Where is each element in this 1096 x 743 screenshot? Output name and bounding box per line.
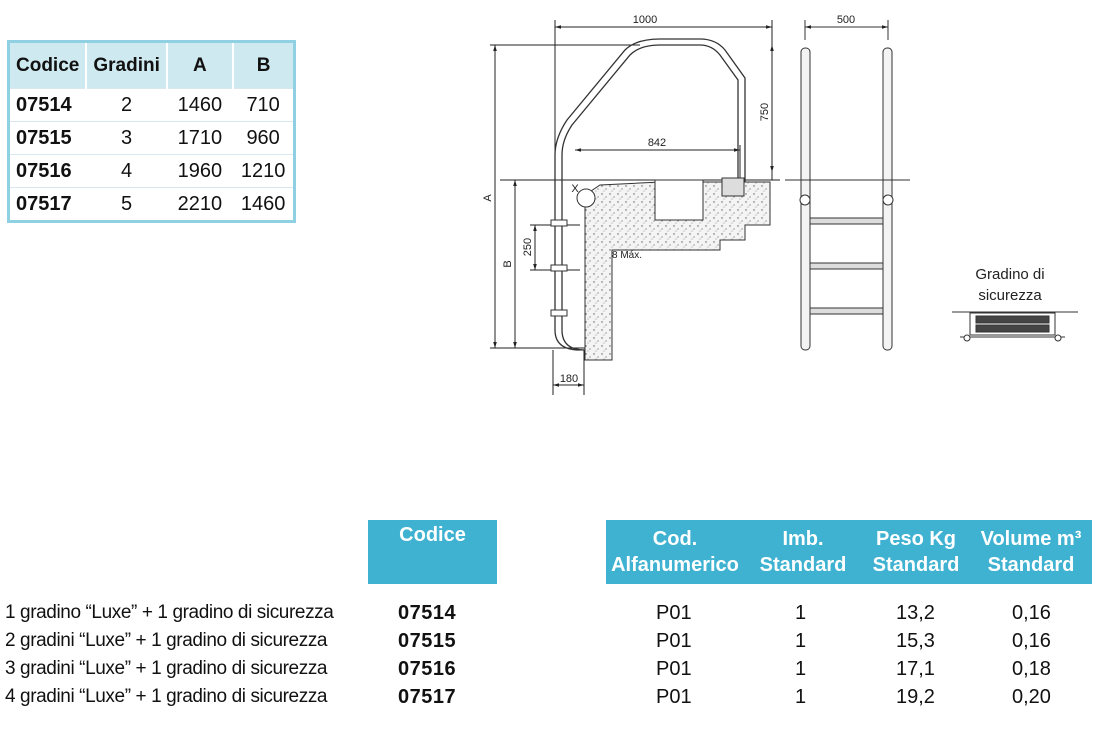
product-header-imb: Imb. Standard — [744, 520, 862, 584]
label-a: A — [482, 194, 494, 202]
row-description: 2 gradini “Luxe” + 1 gradino di sicurezz… — [5, 630, 328, 651]
dim-cell-b: 1210 — [232, 154, 295, 188]
product-header-cod-alfanumerico: Cod. Alfanumerico — [606, 520, 744, 584]
table-row: 2 gradini “Luxe” + 1 gradino di sicurezz… — [0, 627, 1096, 655]
row-imb: 1 — [795, 658, 807, 680]
dim-cell-a: 2210 — [166, 187, 233, 222]
table-row: 07517 5 2210 1460 — [8, 187, 295, 222]
header-line: Imb. — [782, 528, 824, 550]
safety-step-caption-2: sicurezza — [978, 287, 1042, 304]
row-alpha: P01 — [656, 630, 692, 652]
safety-step-detail — [952, 311, 1078, 342]
label-180: 180 — [560, 373, 578, 385]
table-row: 07515 3 1710 960 — [8, 121, 295, 155]
row-imb: 1 — [795, 686, 807, 708]
label-b: B — [502, 260, 514, 267]
dim-cell-steps: 2 — [86, 88, 167, 122]
table-row: 3 gradini “Luxe” + 1 gradino di sicurezz… — [0, 655, 1096, 683]
ladder-front-view — [785, 20, 910, 351]
label-250: 250 — [522, 238, 534, 256]
row-peso: 19,2 — [896, 686, 935, 708]
pool-wall-section — [584, 177, 771, 361]
header-line: Standard — [872, 554, 960, 576]
header-line: Peso Kg — [875, 528, 957, 550]
row-alpha: P01 — [656, 602, 692, 624]
row-code: 07516 — [398, 658, 457, 680]
row-code: 07515 — [398, 630, 457, 652]
dim-cell-steps: 5 — [86, 187, 167, 222]
row-volume: 0,18 — [1012, 658, 1051, 680]
label-750: 750 — [759, 103, 771, 121]
handrail-side-view — [554, 38, 746, 351]
dimension-table-header: Codice Gradini A B — [8, 41, 296, 89]
row-peso: 13,2 — [896, 602, 935, 624]
row-alpha: P01 — [656, 686, 692, 708]
label-500: 500 — [837, 14, 855, 26]
dim-header-b: B — [232, 41, 296, 89]
dimension-table: Codice Gradini A B 07514 2 1460 710 0751… — [7, 40, 297, 223]
label-842: 842 — [648, 137, 666, 149]
dim-cell-a: 1960 — [166, 154, 233, 188]
row-imb: 1 — [795, 602, 807, 624]
label-1000: 1000 — [633, 14, 657, 26]
dim-cell-b: 710 — [232, 88, 295, 122]
safety-step-caption-1: Gradino di — [975, 266, 1044, 283]
dim-cell-a: 1710 — [166, 121, 233, 155]
header-line: Cod. — [652, 528, 698, 550]
row-imb: 1 — [795, 630, 807, 652]
dim-cell-steps: 4 — [86, 154, 167, 188]
dim-cell-b: 1460 — [232, 187, 295, 222]
table-row: 1 gradino “Luxe” + 1 gradino di sicurezz… — [0, 599, 1096, 627]
row-peso: 15,3 — [896, 630, 935, 652]
dim-cell-code: 07514 — [8, 88, 87, 122]
row-volume: 0,16 — [1012, 630, 1051, 652]
row-description: 4 gradini “Luxe” + 1 gradino di sicurezz… — [5, 686, 328, 707]
row-code: 07514 — [398, 602, 457, 624]
table-row: 4 gradini “Luxe” + 1 gradino di sicurezz… — [0, 683, 1096, 711]
header-line: Standard — [987, 554, 1075, 576]
dim-cell-a: 1460 — [166, 88, 233, 122]
row-code: 07517 — [398, 686, 457, 708]
label-8max: 8 Máx. — [612, 250, 642, 261]
row-volume: 0,20 — [1012, 686, 1051, 708]
dim-cell-steps: 3 — [86, 121, 167, 155]
dim-header-codice: Codice — [8, 41, 88, 89]
dim-cell-code: 07516 — [8, 154, 87, 188]
table-row: 07514 2 1460 710 — [8, 88, 295, 122]
dim-cell-code: 07515 — [8, 121, 87, 155]
dim-cell-b: 960 — [232, 121, 295, 155]
row-alpha: P01 — [656, 658, 692, 680]
table-row: 07516 4 1960 1210 — [8, 154, 295, 188]
product-header-group: Cod. Alfanumerico Imb. Standard Peso Kg … — [606, 520, 1092, 584]
header-line: Volume m³ — [980, 528, 1082, 550]
dim-header-a: A — [166, 41, 234, 89]
dim-header-gradini: Gradini — [86, 41, 168, 89]
row-description: 1 gradino “Luxe” + 1 gradino di sicurezz… — [5, 602, 334, 623]
row-description: 3 gradini “Luxe” + 1 gradino di sicurezz… — [5, 658, 328, 679]
product-header-codice-label: Codice — [399, 524, 466, 546]
product-header-peso: Peso Kg Standard — [862, 520, 970, 584]
header-line: Alfanumerico — [611, 554, 739, 576]
row-volume: 0,16 — [1012, 602, 1051, 624]
row-peso: 17,1 — [896, 658, 935, 680]
label-x: X — [571, 183, 579, 195]
product-header-codice: Codice — [368, 520, 497, 584]
dim-cell-code: 07517 — [8, 187, 87, 222]
product-header-volume: Volume m³ Standard — [970, 520, 1092, 584]
header-line: Standard — [759, 554, 847, 576]
